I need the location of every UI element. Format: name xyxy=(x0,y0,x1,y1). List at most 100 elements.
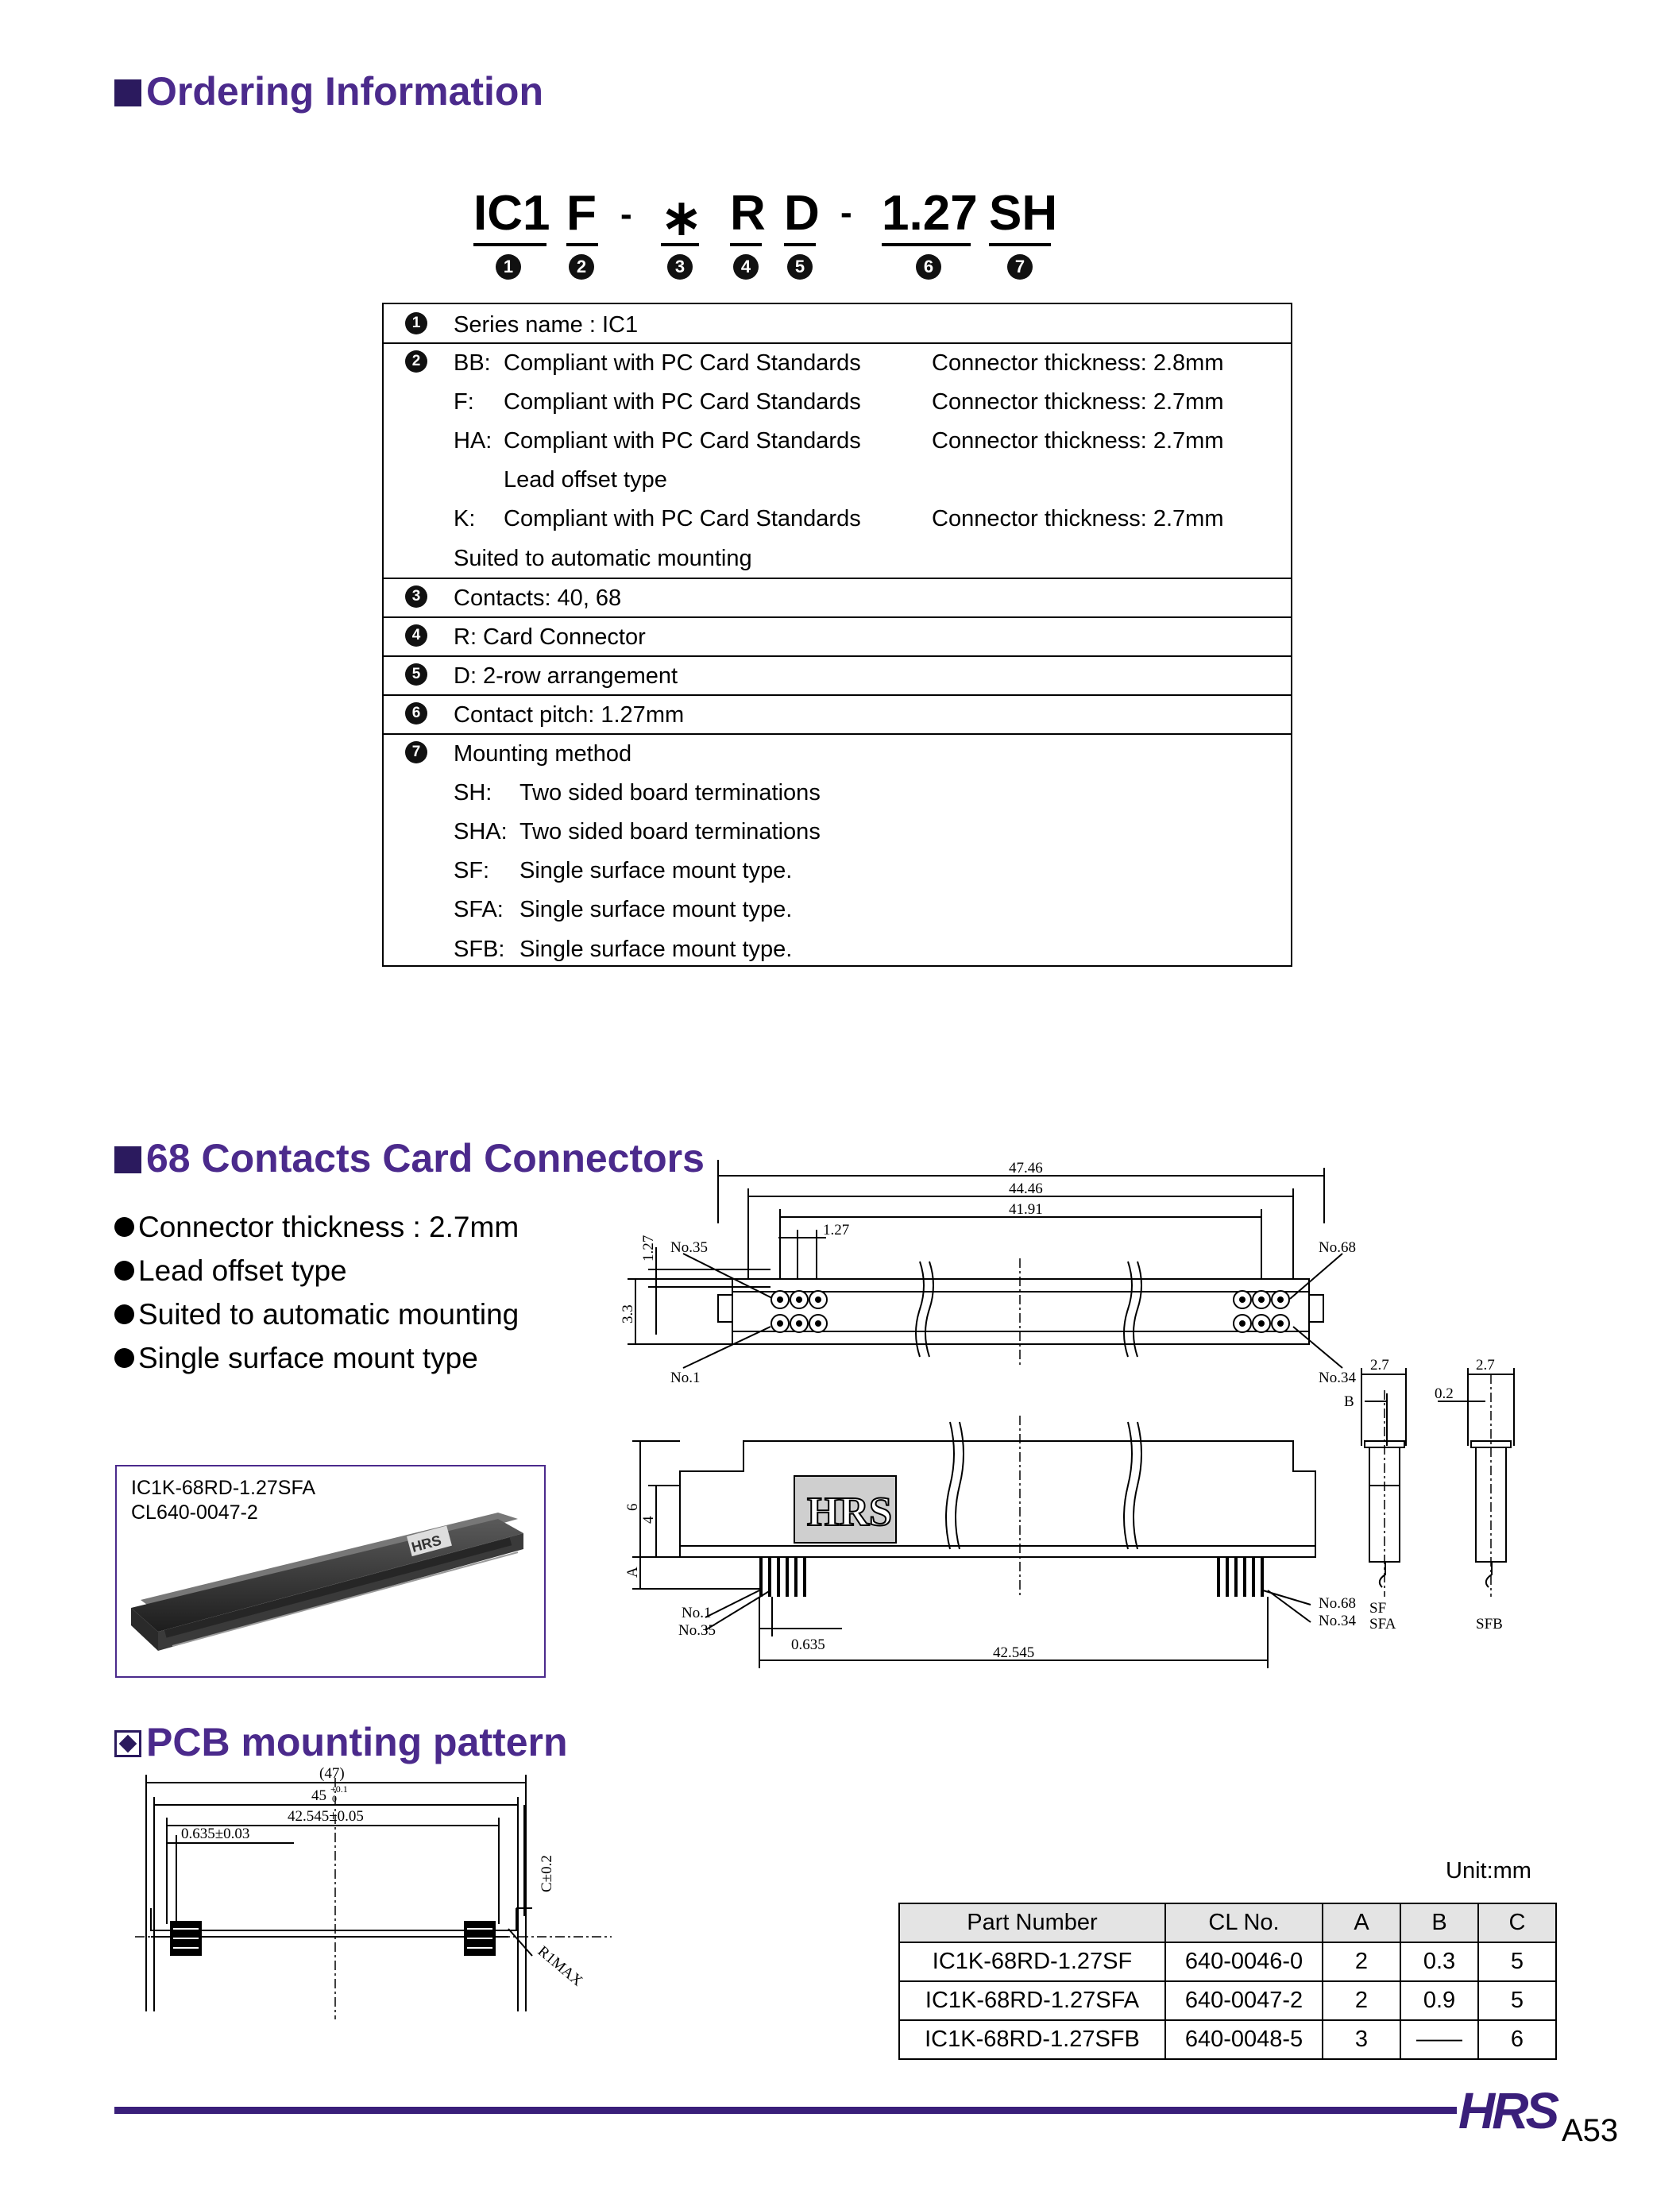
type-code-f: F: xyxy=(454,389,474,415)
ordering-heading-text: Ordering Information xyxy=(146,69,543,114)
type-code-ha: HA: xyxy=(454,428,492,454)
feature-text: Connector thickness : 2.7mm xyxy=(138,1211,519,1243)
code-type: F xyxy=(566,186,597,241)
row-marker-5: 5 xyxy=(405,663,427,686)
pcb-dim-45: 45 xyxy=(311,1787,326,1804)
mount-code: SH: xyxy=(454,780,492,806)
mount-desc: Two sided board terminations xyxy=(519,780,821,806)
spec-header-row: Part Number CL No. A B C xyxy=(898,1903,1557,1943)
ordering-table: 1 Series name : IC1 2 BB: Compliant with… xyxy=(382,303,1292,967)
photo-part-number: IC1K-68RD-1.27SFA xyxy=(131,1477,316,1499)
side-b: B xyxy=(1344,1393,1354,1410)
type-desc-ha: Compliant with PC Card Standards xyxy=(504,428,861,454)
side-width-2: 2.7 xyxy=(1476,1358,1495,1374)
side-width-1: 2.7 xyxy=(1370,1358,1389,1374)
footer-bar xyxy=(114,2107,1457,2114)
square-bullet-icon xyxy=(114,79,141,106)
row-marker-4: 4 xyxy=(405,624,427,647)
cell-cl-no: 640-0046-0 xyxy=(1164,1942,1323,1982)
row-marker-1: 1 xyxy=(405,312,427,334)
mount-code: SFB: xyxy=(454,937,505,962)
type-code-k: K: xyxy=(454,506,476,531)
marker-3: 3 xyxy=(667,254,693,280)
ordering-row-5: 5 D: 2-row arrangement xyxy=(384,655,1291,696)
header-c: C xyxy=(1477,1903,1557,1943)
dim-span: 42.545 xyxy=(993,1644,1034,1661)
code-contacts: ∗ xyxy=(661,191,702,245)
row-marker-7: 7 xyxy=(405,741,427,763)
pitch-text: Contact pitch: 1.27mm xyxy=(454,702,685,728)
label-no1: No.1 xyxy=(682,1605,711,1621)
code-r: R xyxy=(730,186,766,241)
arrangement-text: D: 2-row arrangement xyxy=(454,663,678,689)
label-no34: No.34 xyxy=(1319,1370,1356,1386)
type-thickness-ha: Connector thickness: 2.7mm xyxy=(932,428,1224,454)
pcb-heading-text: PCB mounting pattern xyxy=(146,1720,568,1764)
hrs-logo: HRS xyxy=(1458,2082,1559,2139)
dim-depth: 3.3 xyxy=(620,1304,636,1323)
marker-1: 1 xyxy=(496,254,521,280)
marker-7: 7 xyxy=(1007,254,1033,280)
feature-text: Single surface mount type xyxy=(138,1342,478,1374)
cell-a: 2 xyxy=(1322,1942,1401,1982)
type-desc-bb: Compliant with PC Card Standards xyxy=(504,350,861,376)
ordering-row-3: 3 Contacts: 40, 68 xyxy=(384,578,1291,618)
type-thickness-bb: Connector thickness: 2.8mm xyxy=(932,350,1224,376)
dim-height-4: 4 xyxy=(640,1516,657,1524)
code-underline xyxy=(566,243,598,246)
row-marker-2: 2 xyxy=(405,350,427,373)
dim-44-46: 44.46 xyxy=(1009,1180,1043,1197)
unit-label: Unit:mm xyxy=(1446,1858,1531,1884)
mount-code: SHA: xyxy=(454,819,508,844)
cell-c: 5 xyxy=(1477,1980,1557,2021)
header-a: A xyxy=(1322,1903,1401,1943)
code-d: D xyxy=(784,186,820,241)
header-b: B xyxy=(1400,1903,1479,1943)
dim-47-46: 47.46 xyxy=(1009,1160,1043,1177)
bullet-dot-icon xyxy=(114,1217,134,1237)
front-view-drawing: HRS 6 4 A No.1 No.35 No.68 No.34 0.635 4… xyxy=(624,1416,1356,1668)
type-desc-f: Compliant with PC Card Standards xyxy=(504,389,861,415)
pcb-pattern-drawing: (47) 45 +0.1 0 42.545±0.05 0.635±0.03 C±… xyxy=(135,1765,612,2019)
connector-photo-image: HRS xyxy=(131,1513,523,1651)
front-logo: HRS xyxy=(807,1490,892,1535)
feature-item: Connector thickness : 2.7mm xyxy=(114,1212,519,1242)
label-no68: No.68 xyxy=(1319,1595,1356,1612)
ordering-row-6: 6 Contact pitch: 1.27mm xyxy=(384,694,1291,735)
pcb-dim-c: C±0.2 xyxy=(539,1855,555,1892)
cell-b: 0.3 xyxy=(1400,1942,1479,1982)
bullet-dot-icon xyxy=(114,1348,134,1368)
ordering-row-2: 2 BB: Compliant with PC Card Standards C… xyxy=(384,342,1291,579)
cell-b: 0.9 xyxy=(1400,1980,1479,2021)
code-underline xyxy=(989,243,1051,246)
type-note-ha: Lead offset type xyxy=(504,467,667,493)
connectors-heading: 68 Contacts Card Connectors xyxy=(114,1138,705,1178)
row-marker-3: 3 xyxy=(405,585,427,608)
product-photo: IC1K-68RD-1.27SFA CL640-0047-2 HRS xyxy=(115,1465,546,1678)
code-underline xyxy=(882,243,971,246)
top-view-drawing: 47.46 44.46 41.91 1.27 1.27 3.3 No.35 No… xyxy=(620,1160,1356,1386)
bullet-dot-icon xyxy=(114,1261,134,1281)
header-cl-no: CL No. xyxy=(1164,1903,1323,1943)
contacts-text: Contacts: 40, 68 xyxy=(454,585,622,611)
code-dash-2: - xyxy=(840,193,852,232)
cell-cl-no: 640-0048-5 xyxy=(1164,2019,1323,2060)
connectors-heading-text: 68 Contacts Card Connectors xyxy=(146,1136,705,1180)
mount-code: SF: xyxy=(454,858,490,883)
spec-table: Part Number CL No. A B C IC1K-68RD-1.27S… xyxy=(898,1903,1557,2060)
code-underline xyxy=(730,243,762,246)
ordering-row-7: 7 Mounting method SH: Two sided board te… xyxy=(384,733,1291,965)
feature-item: Single surface mount type xyxy=(114,1343,478,1373)
code-dash-1: - xyxy=(620,195,632,234)
code-series: IC1 xyxy=(473,186,550,241)
type-desc-k: Compliant with PC Card Standards xyxy=(504,506,861,531)
pcb-dim-45-tol-upper: +0.1 xyxy=(330,1783,348,1795)
table-row: IC1K-68RD-1.27SFB 640-0048-5 3 —— 6 xyxy=(898,2019,1557,2060)
label-sf: SF xyxy=(1369,1600,1386,1617)
cell-c: 6 xyxy=(1477,2019,1557,2060)
dim-row-pitch: 1.27 xyxy=(640,1235,657,1262)
cell-part-number: IC1K-68RD-1.27SF xyxy=(898,1942,1166,1982)
cell-a: 3 xyxy=(1322,2019,1401,2060)
ordering-row-4: 4 R: Card Connector xyxy=(384,616,1291,657)
mount-code: SFA: xyxy=(454,897,504,922)
